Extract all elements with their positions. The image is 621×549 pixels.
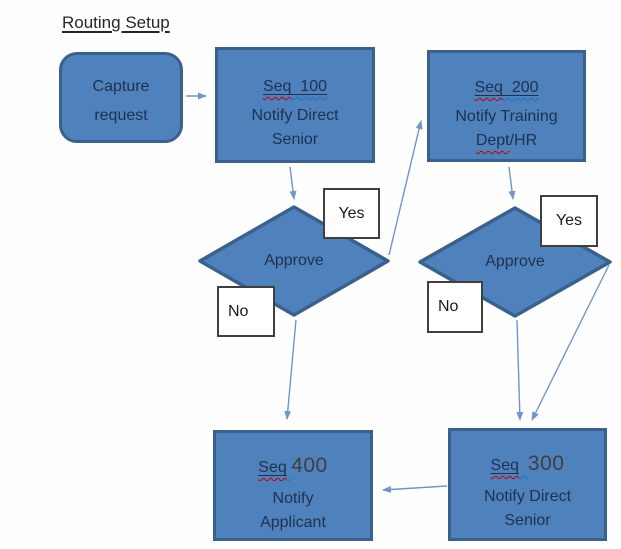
node-label-line: Notify Direct <box>483 488 572 505</box>
node-label-line: Notify Training <box>455 108 558 125</box>
edge-seq300-to-seq400[interactable] <box>382 485 448 493</box>
seq-number: 200 <box>511 79 539 96</box>
decision-label: Approve <box>485 253 545 270</box>
label-no-2[interactable]: No <box>427 281 483 333</box>
edge-approve2-no-to-seq300[interactable] <box>516 319 524 421</box>
node-label-line: Senior <box>504 512 551 529</box>
node-label-line: request <box>94 106 148 124</box>
node-label-line: Dept/HR <box>475 132 538 149</box>
node-seq-200[interactable]: Seq 200 Notify Training Dept/HR <box>427 50 586 162</box>
node-label-line: Senior <box>271 131 319 148</box>
edge-approve2-yes-to-seq300[interactable] <box>531 264 610 421</box>
seq-label: Seq <box>262 78 292 95</box>
seq-label: Seq <box>474 79 503 96</box>
seq-number: 300 <box>527 452 565 475</box>
label-yes-1[interactable]: Yes <box>323 188 380 239</box>
edge-seq200-to-approve2[interactable] <box>508 166 516 200</box>
node-seq-100[interactable]: Seq 100 Notify Direct Senior <box>215 47 375 163</box>
node-capture-request[interactable]: Capture request <box>59 52 183 143</box>
node-label-line: Notify Direct <box>251 107 339 124</box>
label-yes-2[interactable]: Yes <box>540 195 598 247</box>
node-label-line: Capture <box>92 77 150 95</box>
node-seq-400[interactable]: Seq 400 Notify Applicant <box>213 430 373 541</box>
edge-seq100-to-approve1[interactable] <box>289 166 297 200</box>
decision-label: Approve <box>264 252 324 269</box>
node-seq-300[interactable]: Seq 300 Notify Direct Senior <box>448 428 607 541</box>
node-label-line: Applicant <box>260 514 326 531</box>
edge-approve1-yes-to-seq200[interactable] <box>388 120 423 256</box>
seq-number: 400 <box>291 454 328 477</box>
edge-approve1-no-to-seq400[interactable] <box>284 319 297 420</box>
seq-label: Seq <box>490 457 520 474</box>
seq-label: Seq <box>258 459 287 476</box>
label-no-1[interactable]: No <box>217 286 275 337</box>
node-label-line: Notify <box>272 490 314 507</box>
seq-number: 100 <box>300 78 328 95</box>
page-title: Routing Setup <box>62 13 170 32</box>
